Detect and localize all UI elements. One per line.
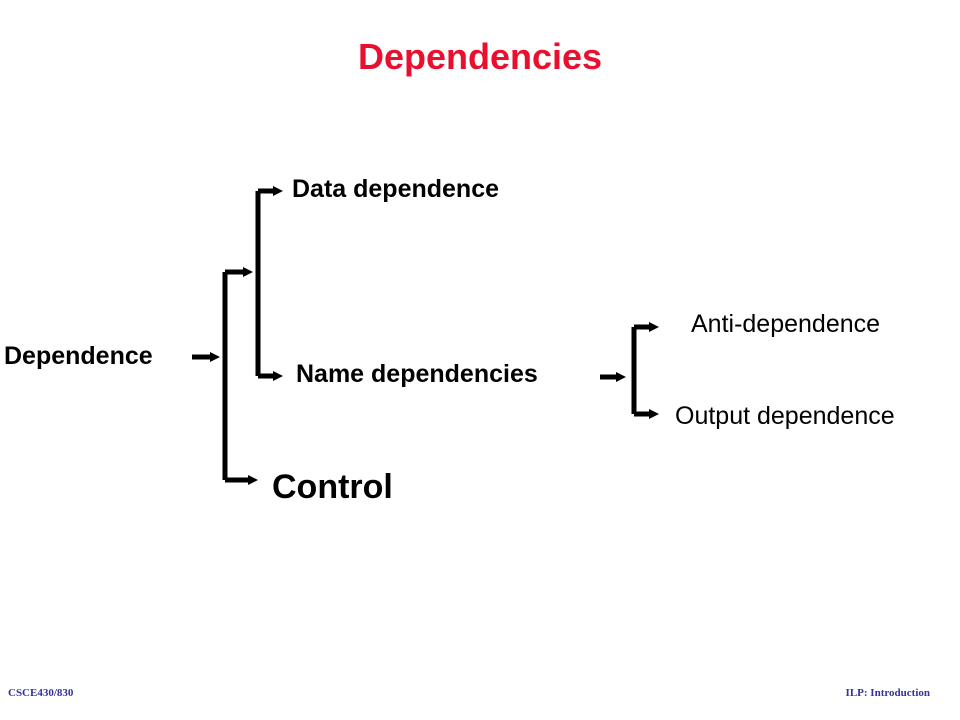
slide-title: Dependencies: [357, 36, 603, 77]
node-output-dependence: Output dependence: [675, 402, 895, 430]
node-anti-dependence: Anti-dependence: [691, 310, 881, 338]
node-dependence: Dependence: [4, 342, 153, 370]
node-name-dependencies: Name dependencies: [296, 360, 538, 388]
node-data-dependence: Data dependence: [292, 175, 500, 203]
node-control: Control: [272, 468, 393, 506]
footer-topic: ILP: Introduction: [845, 687, 930, 699]
footer-course-code: CSCE430/830: [8, 687, 74, 699]
